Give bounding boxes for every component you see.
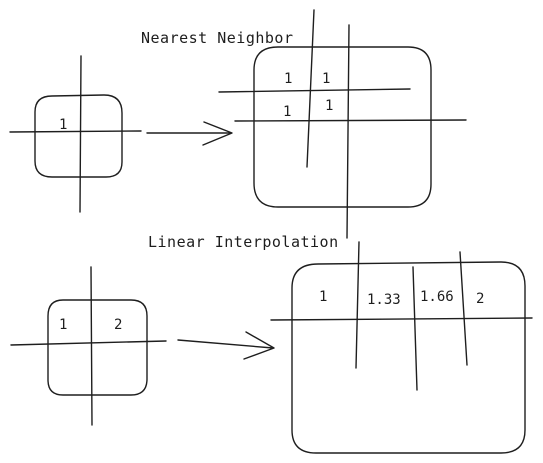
linear-interpolation-title: Linear Interpolation: [148, 233, 339, 251]
nn-result-vline-1: [306, 9, 315, 168]
li-result-vline-3: [459, 251, 468, 366]
li-result-value-2: 1.33: [367, 292, 401, 308]
li-result-value-1: 1: [319, 289, 327, 305]
li-source-hline: [10, 340, 167, 346]
li-result-box: [291, 261, 526, 454]
nn-result-box: [253, 46, 432, 208]
nn-result-value-4: 1: [325, 98, 333, 114]
nn-source-hline: [9, 130, 142, 133]
li-result-grid: 1 1.33 1.66 2: [270, 241, 533, 454]
nn-result-value-1: 1: [284, 71, 292, 87]
li-arrow: [177, 331, 275, 360]
nearest-neighbor-title: Nearest Neighbor: [141, 29, 294, 47]
nn-result-grid: 1 1 1 1: [218, 9, 467, 239]
nn-source-grid: 1: [9, 55, 142, 213]
li-result-hline: [270, 317, 533, 321]
li-source-vline: [90, 266, 93, 426]
nn-result-hline-1: [218, 88, 411, 93]
nn-result-hline-2: [234, 119, 467, 122]
nn-source-value: 1: [59, 117, 67, 133]
li-result-value-4: 2: [476, 291, 484, 307]
li-result-value-3: 1.66: [420, 289, 454, 305]
nn-source-vline: [79, 55, 82, 213]
li-source-box: [47, 299, 148, 396]
nn-result-value-3: 1: [283, 104, 291, 120]
li-source-value-1: 1: [59, 317, 67, 333]
nn-result-vline-2: [346, 24, 350, 239]
nn-result-value-2: 1: [322, 71, 330, 87]
nn-source-box: [34, 94, 123, 178]
li-source-grid: 1 2: [10, 266, 167, 426]
li-source-value-2: 2: [114, 317, 122, 333]
li-result-vline-2: [412, 266, 418, 391]
nn-arrow: [146, 121, 233, 146]
li-result-vline-1: [355, 241, 360, 369]
